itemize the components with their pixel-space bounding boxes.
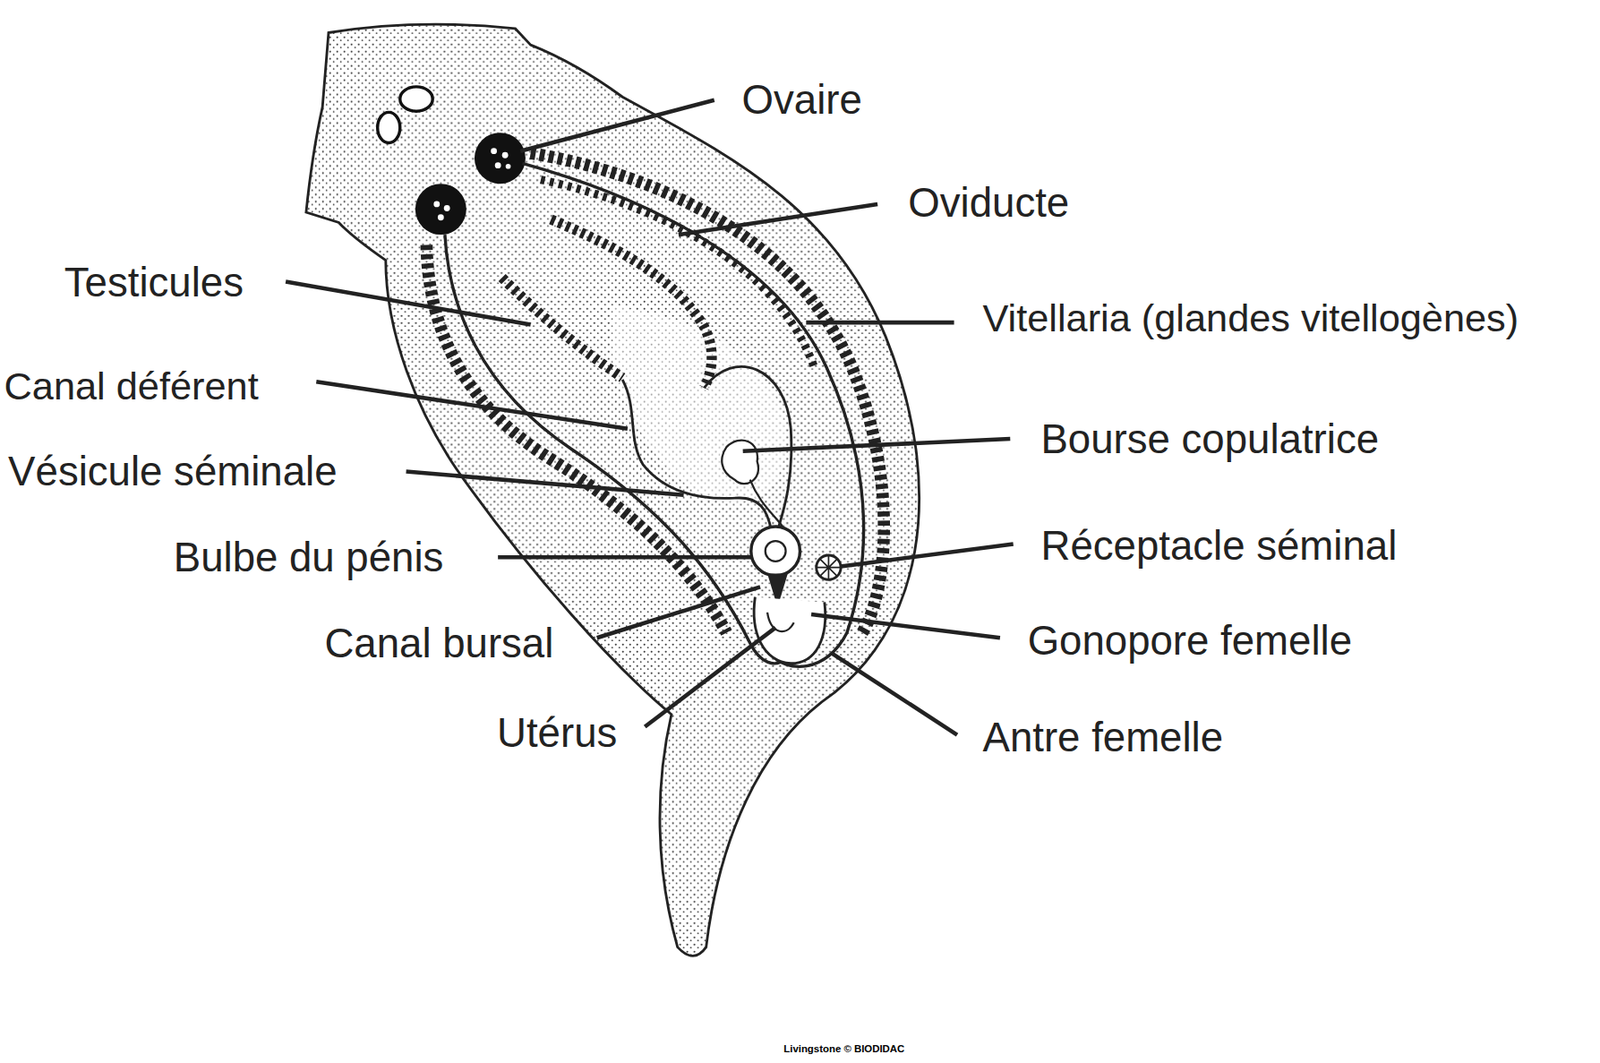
- part-label: Vésicule séminale: [8, 447, 337, 495]
- credit-text: Livingstone © BIODIDAC: [783, 1043, 905, 1056]
- part-label: Antre femelle: [983, 713, 1224, 761]
- part-label: Utérus: [496, 709, 617, 756]
- part-label: Canal bursal: [324, 619, 554, 667]
- part-label: Oviducte: [907, 178, 1070, 225]
- part-label: Vitellaria (glandes vitellogènes): [983, 294, 1520, 342]
- part-label: Gonopore femelle: [1027, 616, 1352, 663]
- part-label: Ovaire: [742, 75, 863, 122]
- part-label: Bourse copulatrice: [1040, 415, 1379, 463]
- part-label: Canal déférent: [4, 362, 259, 410]
- leader-lines: [285, 100, 1014, 736]
- part-label: Bulbe du pénis: [173, 533, 445, 581]
- part-label: Réceptacle séminal: [1040, 521, 1397, 568]
- part-label: Testicules: [64, 257, 244, 305]
